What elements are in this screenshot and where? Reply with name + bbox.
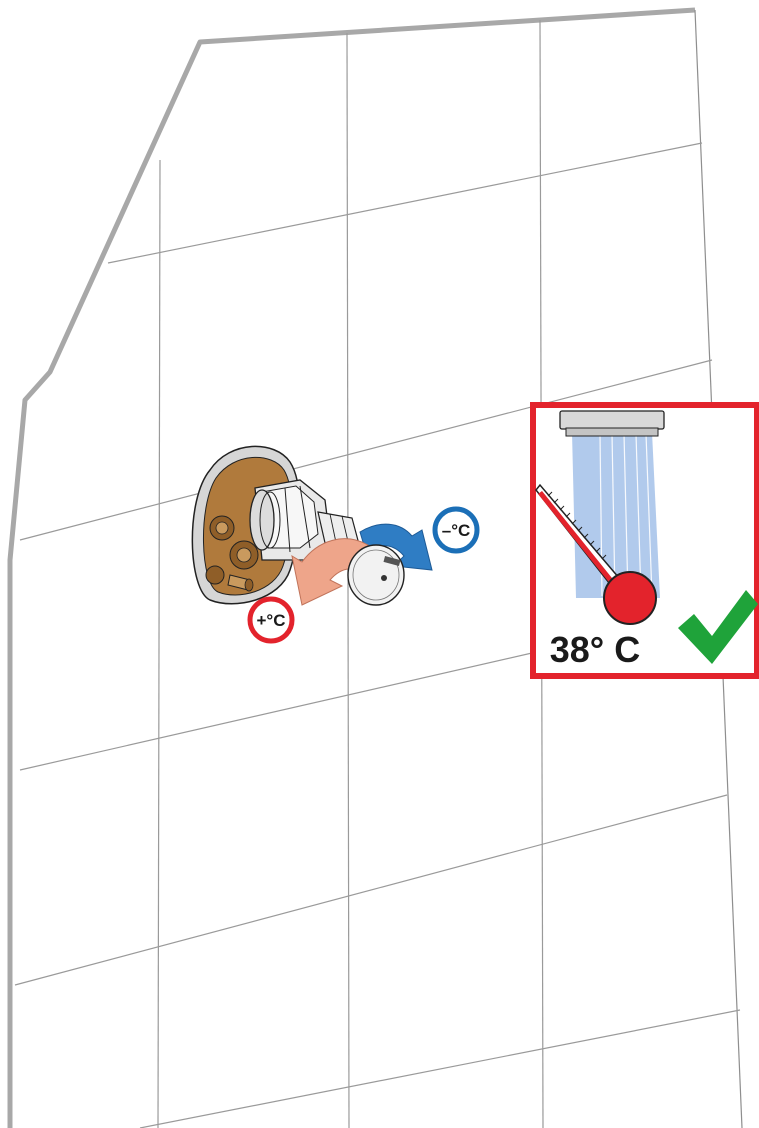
decrease-temp-label: –°C bbox=[442, 521, 471, 540]
target-temperature-label: 38° C bbox=[550, 629, 640, 670]
increase-temp-badge: +°C bbox=[247, 596, 295, 644]
temperature-check-inset: 38° C bbox=[530, 402, 759, 679]
wall-outline bbox=[7, 7, 696, 1128]
diagonal-grout-lines bbox=[14, 142, 741, 1128]
thermostat-valve bbox=[191, 445, 361, 605]
decrease-temp-badge: –°C bbox=[432, 506, 480, 554]
shower-head-icon bbox=[559, 410, 665, 437]
thermometer-icon bbox=[535, 483, 657, 625]
increase-temp-label: +°C bbox=[256, 611, 285, 630]
temperature-knob bbox=[347, 544, 405, 606]
checkmark-icon bbox=[678, 590, 758, 664]
